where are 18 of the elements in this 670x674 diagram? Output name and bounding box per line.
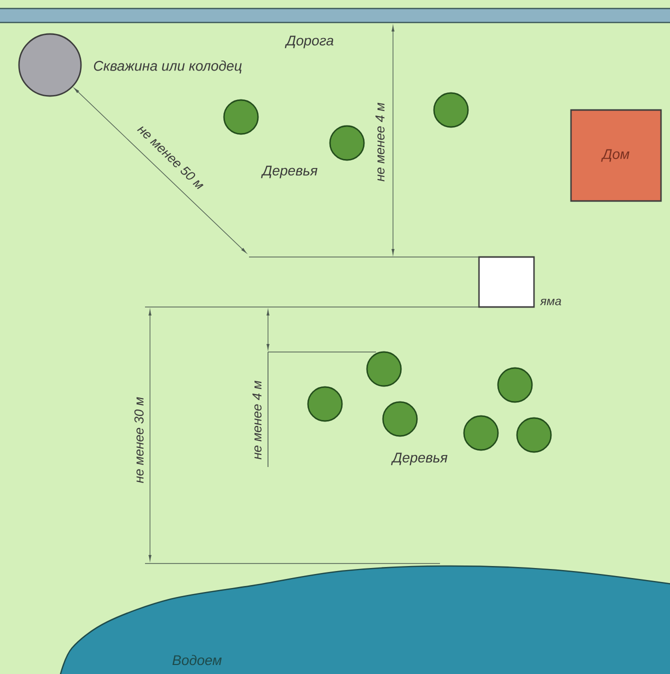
- place-label: яма: [540, 298, 562, 306]
- tree-circle: [307, 386, 343, 422]
- pond: Водоем: [59, 565, 670, 674]
- dimension-label: не менее 4 м: [252, 380, 262, 460]
- tree-circle: [329, 125, 365, 161]
- tree-circle: [223, 99, 259, 135]
- house-box: Дом: [570, 109, 662, 202]
- group-label: Деревья: [261, 166, 318, 178]
- tree-circle: [433, 92, 469, 128]
- place-label: Скважина или колодец: [94, 60, 242, 74]
- tree-circle: [463, 415, 499, 451]
- tree-circle: [516, 417, 552, 453]
- tree-circle: [497, 367, 533, 403]
- group-label: Деревья: [391, 452, 448, 466]
- dimension-label: не менее 30 м: [134, 397, 144, 483]
- tree-circle: [366, 351, 402, 387]
- place-label: Дорога: [284, 36, 334, 48]
- tree-circle: [382, 401, 418, 437]
